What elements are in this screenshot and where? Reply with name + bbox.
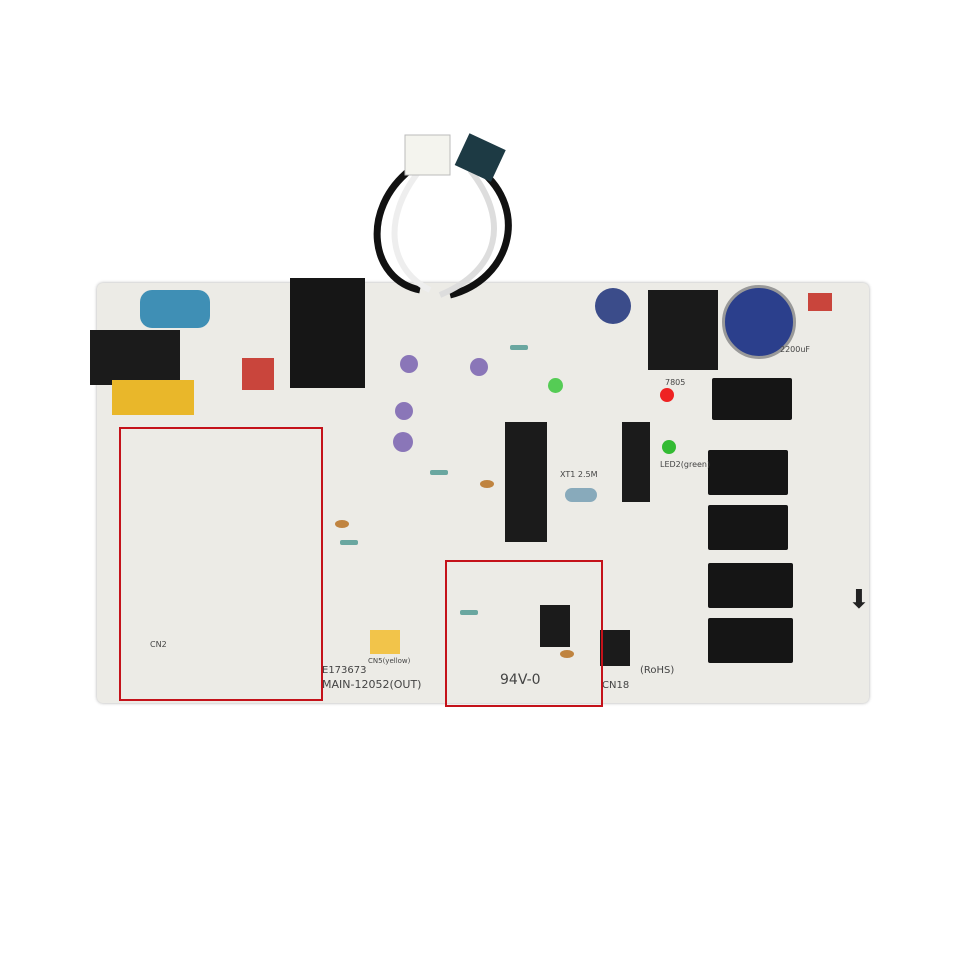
wire-harness (373, 133, 512, 299)
capacitor (393, 432, 413, 452)
label-crystal: XT1 2.5M (560, 470, 598, 479)
label-cn5: CN5(yellow) (368, 657, 411, 665)
label-cn18: CN18 (602, 680, 630, 691)
relay (708, 618, 793, 663)
relay (708, 450, 788, 495)
arrow-down-icon: ⬇ (848, 585, 870, 615)
connector-cn18 (600, 630, 630, 666)
connector-trans-out (808, 293, 832, 311)
x-capacitor (112, 380, 194, 415)
label-cn2: CN2 (150, 640, 167, 649)
resistor (340, 540, 358, 545)
label-7805: 7805 (665, 378, 686, 387)
fuse-capacitor (140, 290, 210, 328)
label-led2: LED2(green) (660, 460, 711, 469)
resistor (430, 470, 448, 475)
ic-8 (622, 422, 650, 502)
led-red (660, 388, 674, 402)
label-rohs: (RoHS) (640, 665, 675, 676)
capacitor-2200uf (722, 285, 796, 359)
microcontroller-ic (505, 422, 547, 542)
heatsink (648, 290, 718, 370)
ic-10 (540, 605, 570, 647)
capacitor (395, 402, 413, 420)
label-cert: E173673 (322, 665, 367, 676)
resistor (460, 610, 478, 615)
ceramic-capacitor (335, 520, 349, 528)
connector-yellow (370, 630, 400, 654)
ceramic-capacitor (480, 480, 494, 488)
relay (708, 505, 788, 550)
capacitor-small (595, 288, 631, 324)
highlight-ic10-section (445, 560, 603, 707)
relay (712, 378, 792, 420)
connector-cn5 (242, 358, 274, 390)
transformer (90, 330, 180, 385)
connector-block (290, 278, 365, 388)
label-model: MAIN-12052(OUT) (322, 678, 422, 691)
resistor (510, 345, 528, 350)
label-94v0: 94V-0 (500, 672, 541, 688)
relay (708, 563, 793, 608)
label-cap: 2200uF (780, 345, 811, 354)
capacitor (470, 358, 488, 376)
ceramic-capacitor (560, 650, 574, 658)
highlight-power-section (119, 427, 323, 701)
led-green-2 (662, 440, 676, 454)
led-green (548, 378, 563, 393)
crystal (565, 488, 597, 502)
capacitor (400, 355, 418, 373)
